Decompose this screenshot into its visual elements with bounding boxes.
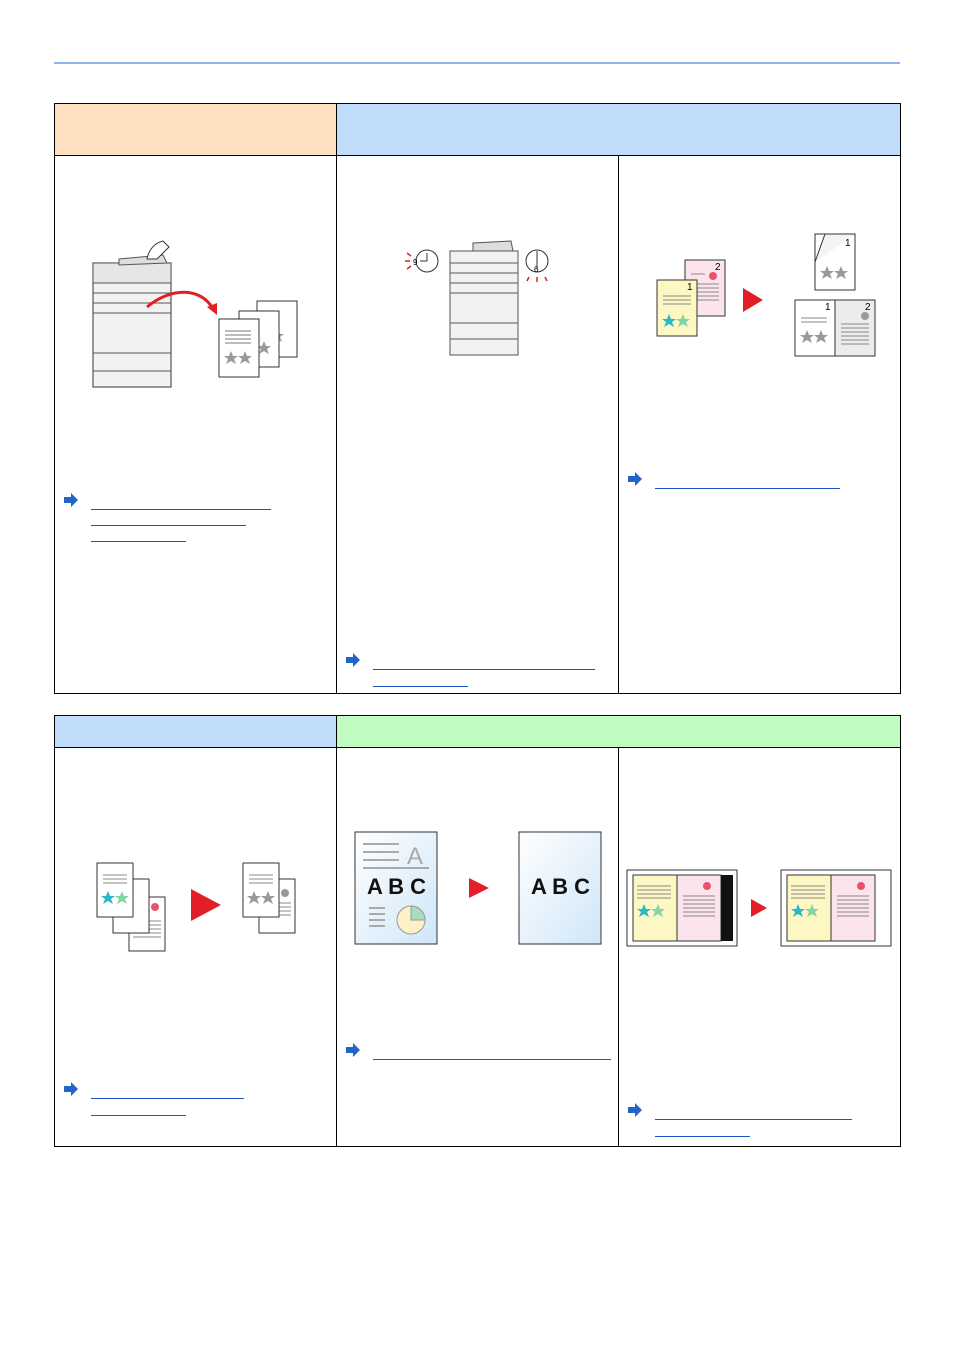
column-divider (618, 156, 619, 693)
clock-left-label: 9 (413, 258, 418, 267)
book-spread-icon (626, 869, 892, 947)
page-one-label: 1 (687, 282, 693, 293)
column-divider (336, 716, 337, 1146)
top-rule (54, 62, 900, 64)
link-line[interactable] (91, 525, 246, 526)
reference-link[interactable] (63, 493, 293, 553)
feature-table-1: 9 6 2 (54, 103, 901, 694)
clock-right-label: 6 (534, 265, 539, 274)
page-stack-icon (96, 862, 296, 952)
link-line[interactable] (373, 669, 595, 670)
feature-cell-border-erase (619, 748, 900, 1146)
header-divider (55, 155, 900, 156)
reference-link[interactable] (345, 653, 605, 693)
feature-cell-original-feed (55, 156, 336, 693)
header-cell-blue (337, 104, 900, 155)
feature-cell-duplex: 2 1 1 1 2 (619, 156, 900, 693)
copier-icon (92, 240, 298, 388)
letter-a-label: A (407, 843, 423, 870)
reference-link[interactable] (627, 1103, 857, 1143)
arrow-right-icon (64, 1082, 78, 1096)
header-cell-orange (55, 104, 336, 155)
reference-link[interactable] (63, 1082, 263, 1122)
arrow-right-icon (628, 1103, 642, 1117)
page-one-label: 1 (845, 238, 851, 249)
link-line[interactable] (655, 1119, 852, 1120)
header-cell-green (337, 716, 900, 747)
feature-cell-text-quality: A A B C A B C (337, 748, 618, 1146)
arrow-right-icon (628, 472, 642, 486)
feature-table-2: A A B C A B C (54, 715, 901, 1147)
link-line[interactable] (91, 541, 186, 542)
clock-icon: 9 6 (405, 240, 549, 356)
abc-label-result: A B C (531, 874, 590, 899)
feature-cell-collate (55, 748, 336, 1146)
page-pair-icon: 2 1 1 1 2 (656, 233, 876, 357)
link-line[interactable] (91, 1098, 244, 1099)
feature-cell-schedule: 9 6 (337, 156, 618, 693)
reference-link[interactable] (345, 1043, 611, 1067)
page-two-label: 2 (865, 302, 871, 313)
link-line[interactable] (655, 1136, 750, 1137)
arrow-right-icon (64, 493, 78, 507)
column-divider (336, 104, 337, 693)
arrow-right-icon (346, 1043, 360, 1057)
link-line[interactable] (373, 686, 468, 687)
reference-link[interactable] (627, 472, 857, 496)
link-line[interactable] (91, 509, 271, 510)
link-line[interactable] (91, 1115, 186, 1116)
arrow-right-icon (346, 653, 360, 667)
page-one-label: 1 (825, 302, 831, 313)
link-line[interactable] (373, 1059, 611, 1060)
header-cell-blue (55, 716, 336, 747)
header-divider (55, 747, 900, 748)
abc-label-original: A B C (367, 874, 426, 899)
page-two-label: 2 (715, 262, 721, 273)
column-divider (618, 748, 619, 1146)
link-line[interactable] (655, 488, 840, 489)
abc-text-icon: A A B C A B C (354, 831, 602, 945)
